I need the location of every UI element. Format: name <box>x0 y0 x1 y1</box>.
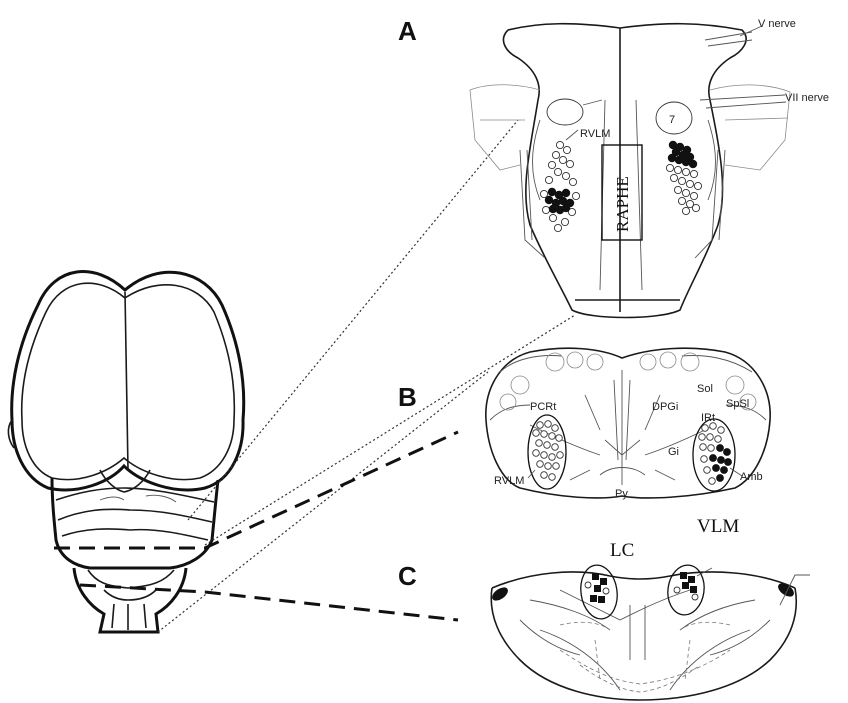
left-rvlm-neurons <box>540 141 579 231</box>
seven-label: 7 <box>669 114 675 126</box>
lc-outline-right <box>665 563 708 618</box>
right-vlm-neurons <box>699 423 732 485</box>
whole-brain-drawing <box>8 272 243 632</box>
vii-nerve-label: VII nerve <box>785 92 829 104</box>
amb-label: Amb <box>740 471 763 483</box>
panel-letter-c: C <box>398 561 417 591</box>
panel-c-pons <box>490 563 810 700</box>
right-rvlm-neurons <box>666 141 701 214</box>
pcrt-label: PCRt <box>530 401 556 413</box>
gi-label: Gi <box>668 446 679 458</box>
panel-b-medulla: PCRt DPGi Sol SpSl IRt Gi Amb RVLM Py <box>486 348 770 500</box>
panel-letter-a: A <box>398 16 417 46</box>
py-label: Py <box>615 488 628 500</box>
spsl-label: SpSl <box>726 398 749 410</box>
left-vlm-neurons <box>533 421 564 481</box>
v-nerve-label: V nerve <box>758 18 796 30</box>
panel-a-brainstem: RAPHE <box>470 18 829 318</box>
rvlm-label-b: RVLM <box>494 475 524 487</box>
sol-label: Sol <box>697 383 713 395</box>
rvlm-label-a: RVLM <box>580 128 610 140</box>
raphe-label: RAPHE <box>613 176 632 232</box>
irt-label: IRt <box>701 412 715 424</box>
dpgi-label: DPGi <box>652 401 678 413</box>
panel-letter-b: B <box>398 382 417 412</box>
lc-label: LC <box>610 540 634 561</box>
vlm-label: VLM <box>697 516 739 537</box>
